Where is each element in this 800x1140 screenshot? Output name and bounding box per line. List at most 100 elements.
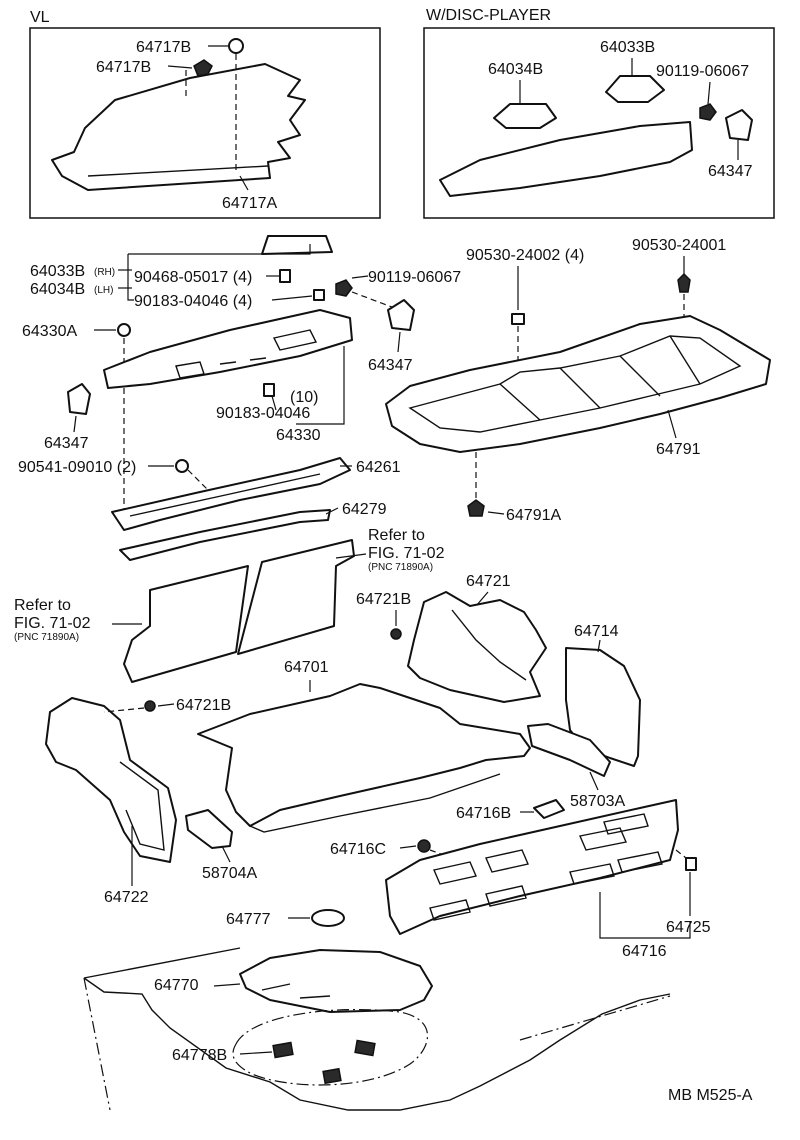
tray-edge-line: [408, 335, 742, 433]
label-64279: 64279: [342, 501, 387, 518]
clip-64725: [685, 857, 697, 871]
leader-line: [599, 892, 691, 939]
package-tray-64330: [103, 309, 353, 389]
tray-edge-line: [451, 609, 527, 681]
seat-back-board-left: [123, 565, 249, 683]
weatherstrip-64279: [119, 509, 331, 561]
leader-line: [239, 175, 249, 191]
section-label-vl: VL: [30, 9, 50, 26]
leader-line: [707, 81, 711, 105]
leader-line: [325, 507, 339, 515]
trunk-mat-64714: [565, 647, 641, 767]
label-90119-mid: 90119-06067: [368, 269, 461, 286]
label-64721: 64721: [466, 573, 511, 590]
label-90183-b: 90183-04046: [216, 405, 310, 422]
label-64716: 64716: [622, 943, 667, 960]
bracket-64347-top: [725, 109, 753, 141]
bracket-58704A: [185, 809, 233, 849]
screw-90541: [175, 459, 189, 473]
nut-90468: [279, 269, 291, 283]
clip-64717B-upper: [228, 38, 244, 54]
leader-line: [157, 703, 175, 707]
leader-line: [167, 65, 193, 69]
label-64034B-top: 64034B: [488, 61, 543, 78]
leader-line: [597, 639, 601, 653]
label-refer-to-1: Refer to: [368, 527, 425, 544]
pad-64778B-c: [322, 1067, 342, 1085]
package-tray-disc-player: [439, 121, 693, 197]
leader-line: [127, 254, 134, 301]
label-64717B-lower: 64717B: [96, 59, 151, 76]
cover-hold-64777: [311, 909, 345, 927]
bracket-58703A: [527, 723, 611, 777]
spare-wheel-cover-64770: [239, 949, 433, 1013]
label-64791A: 64791A: [506, 507, 561, 524]
clip-90530-24002: [511, 313, 525, 325]
tray-edge-line: [261, 983, 331, 999]
label-64033B-top: 64033B: [600, 39, 655, 56]
label-64770: 64770: [154, 977, 199, 994]
label-64716C: 64716C: [330, 841, 386, 858]
leader-line: [239, 1051, 273, 1055]
label-64034B-lh: 64034B: [30, 281, 85, 298]
screw-90119-mid: [335, 279, 353, 297]
leader-line: [213, 983, 241, 987]
label-fig-71-02-2: FIG. 71-02: [14, 615, 91, 632]
label-58704A: 58704A: [202, 865, 257, 882]
centerline: [519, 995, 671, 1041]
vl-inset-frame: [29, 27, 381, 219]
leader-line: [351, 275, 369, 279]
rear-shelf-panel-64791: [385, 315, 771, 453]
disc-player-inset-frame: [423, 27, 775, 219]
label-fig-71-02-1: FIG. 71-02: [368, 545, 445, 562]
section-label-disc-player: W/DISC-PLAYER: [426, 7, 551, 24]
rear-end-trim-64716: [385, 799, 679, 935]
clip-64717B-lower: [193, 59, 213, 77]
label-64721B-right: 64721B: [356, 591, 411, 608]
label-64721B-left: 64721B: [176, 697, 231, 714]
tray-edge-line: [87, 165, 269, 177]
leader-line: [667, 409, 677, 439]
dash-line: [187, 469, 211, 493]
tray-edge-line: [175, 361, 205, 379]
leader-line: [397, 331, 401, 353]
seat-back-board-right: [237, 539, 355, 655]
label-64701: 64701: [284, 659, 329, 676]
label-90530-24002: 90530-24002 (4): [466, 247, 584, 264]
leader-line: [296, 346, 345, 425]
label-rh: (RH): [94, 267, 115, 278]
leader-line: [271, 395, 277, 411]
screw-90119: [699, 103, 717, 121]
label-lh: (LH): [94, 285, 113, 296]
tray-edge-line: [499, 335, 701, 421]
label-90468: 90468-05017 (4): [134, 269, 252, 286]
dash-line: [103, 707, 145, 713]
side-trim-64721: [407, 591, 547, 703]
label-refer-to-2: Refer to: [14, 597, 71, 614]
bracket-64347-left: [67, 383, 91, 415]
trunk-floor-mat-64701: [197, 683, 531, 827]
speaker-grille-64034B: [493, 103, 557, 129]
label-90530-24001: 90530-24001: [632, 237, 726, 254]
label-64347-left: 64347: [44, 435, 89, 452]
label-64033B-rh: 64033B: [30, 263, 85, 280]
clip-64721B-left: [144, 700, 156, 712]
label-pnc-1: (PNC 71890A): [368, 562, 433, 573]
label-qty10: (10): [290, 389, 318, 406]
leader-line: [271, 295, 313, 301]
label-64347-top: 64347: [708, 163, 753, 180]
nut-90183: [313, 289, 325, 301]
label-64261: 64261: [356, 459, 401, 476]
centerline: [83, 977, 111, 1111]
screw-64716C: [417, 839, 431, 853]
nut-90183-b: [263, 383, 275, 397]
clip-64791A: [467, 499, 485, 517]
speaker-grille-rh: [261, 235, 333, 255]
leader-line: [128, 244, 311, 255]
label-64725: 64725: [666, 919, 711, 936]
pad-64778B-a: [272, 1041, 294, 1059]
label-58703A: 58703A: [570, 793, 625, 810]
label-64330A: 64330A: [22, 323, 77, 340]
side-trim-64722: [45, 697, 177, 863]
